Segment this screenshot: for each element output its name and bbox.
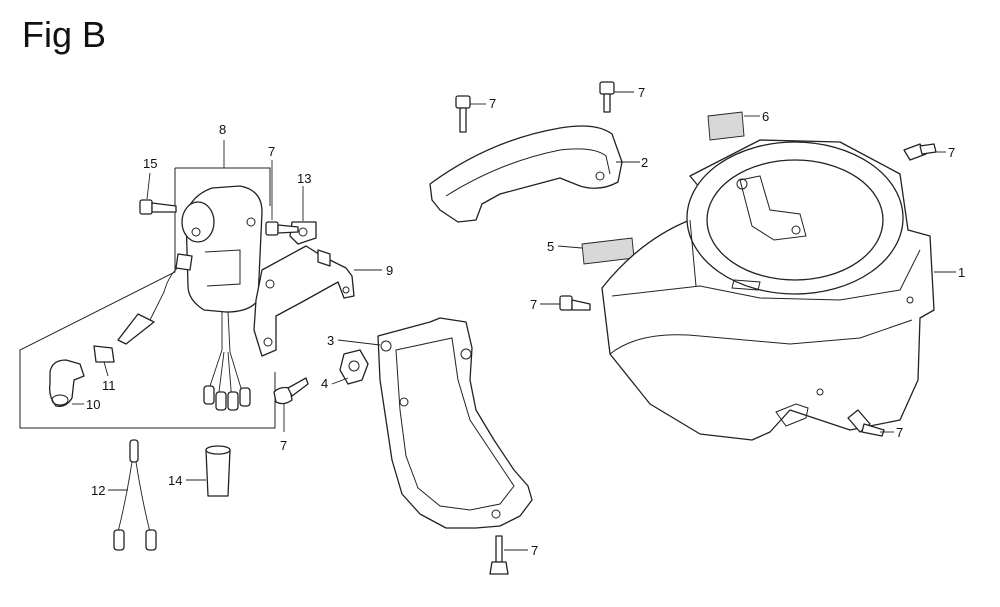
label-13: 13 <box>297 171 311 186</box>
label-7-bottom: 7 <box>531 543 538 558</box>
label-10: 10 <box>86 397 100 412</box>
part-tube-14 <box>186 445 231 497</box>
part-bolt-7-lower-left <box>273 377 309 432</box>
part-terminal-11 <box>93 345 115 377</box>
label-6: 6 <box>762 109 769 124</box>
label-7-lower-right: 7 <box>896 425 903 440</box>
label-2: 2 <box>641 155 648 170</box>
label-7-middle: 7 <box>530 297 537 312</box>
part-bolt-7-top-center <box>599 81 634 113</box>
label-7-right-top: 7 <box>948 145 955 160</box>
figure-title: Fig B <box>22 14 107 55</box>
part-bolt-15 <box>139 172 177 215</box>
label-7-coil: 7 <box>268 144 275 159</box>
part-bracket-9 <box>253 245 382 357</box>
part-ignition-coil <box>117 185 263 411</box>
part-bolt-7-coil <box>265 160 299 236</box>
label-11: 11 <box>102 378 116 393</box>
part-bolt-7-bottom <box>489 535 528 575</box>
label-4: 4 <box>321 376 328 391</box>
label-9: 9 <box>386 263 393 278</box>
label-15: 15 <box>143 156 157 171</box>
part-upper-cover-2 <box>429 125 640 223</box>
label-3: 3 <box>327 333 334 348</box>
part-bolt-7-right-top <box>903 143 946 161</box>
part-bolt-7-lower-right <box>847 409 894 437</box>
part-bolt-7-top-left <box>455 95 486 133</box>
part-nut-4 <box>331 349 369 385</box>
part-fan-housing-1 <box>601 139 956 441</box>
label-12: 12 <box>91 483 105 498</box>
part-plug-cap-10 <box>48 359 85 407</box>
callout-labels: 8 15 7 13 9 3 4 7 10 11 12 14 7 7 2 6 5 … <box>86 85 965 558</box>
part-guide-plate-3 <box>337 317 533 529</box>
part-clip-13 <box>289 186 317 245</box>
label-5: 5 <box>547 239 554 254</box>
label-7-lower-left: 7 <box>280 438 287 453</box>
part-lead-wire-12 <box>108 439 157 551</box>
label-8: 8 <box>219 122 226 137</box>
label-14: 14 <box>168 473 182 488</box>
part-seal-5 <box>557 237 635 265</box>
label-7-top-left: 7 <box>489 96 496 111</box>
label-7-top-center: 7 <box>638 85 645 100</box>
part-seal-6 <box>707 111 760 141</box>
part-bolt-7-middle <box>540 295 591 311</box>
label-1: 1 <box>958 265 965 280</box>
ignition-coil-group-frame <box>19 140 276 429</box>
